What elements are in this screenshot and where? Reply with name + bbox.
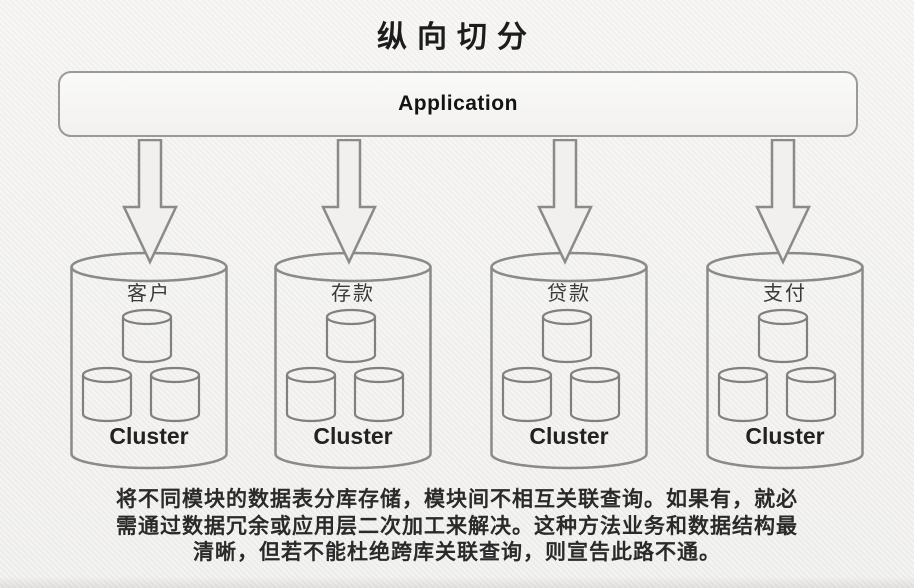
database-cluster: 支付 Cluster	[705, 250, 865, 478]
down-arrow-icon	[321, 139, 377, 265]
database-cylinder-icon	[706, 251, 864, 470]
application-label: Application	[398, 92, 518, 115]
application-box: Application	[58, 71, 858, 137]
cluster-label: Cluster	[313, 423, 393, 449]
down-arrow-icon	[122, 139, 178, 265]
cluster-label: Cluster	[109, 423, 189, 449]
page-title: 纵向切分	[377, 21, 537, 54]
down-arrow-icon	[537, 139, 593, 265]
database-cylinder-icon	[490, 251, 648, 470]
cluster-module-name: 存款	[331, 283, 375, 305]
cluster-module-name: 支付	[763, 283, 807, 305]
caption-text: 将不同模块的数据表分库存储，模块间不相互关联查询。如果有，就必 需通过数据冗余或…	[0, 486, 914, 566]
cluster-module-name: 贷款	[547, 283, 591, 305]
caption-line: 将不同模块的数据表分库存储，模块间不相互关联查询。如果有，就必	[116, 487, 798, 511]
cluster-module-name: 客户	[127, 283, 171, 305]
database-cluster: 贷款 Cluster	[489, 250, 649, 478]
caption-line: 需通过数据冗余或应用层二次加工来解决。这种方法业务和数据结构最	[116, 513, 798, 538]
cluster-label: Cluster	[745, 423, 825, 449]
down-arrow-icon	[755, 139, 811, 265]
database-cluster: 客户 Cluster	[69, 250, 229, 478]
database-cluster: 存款 Cluster	[273, 250, 433, 478]
cluster-label: Cluster	[529, 423, 609, 449]
database-cylinder-icon	[70, 251, 228, 470]
caption-line: 清晰，但若不能杜绝跨库关联查询，则宣告此路不通。	[193, 540, 721, 564]
